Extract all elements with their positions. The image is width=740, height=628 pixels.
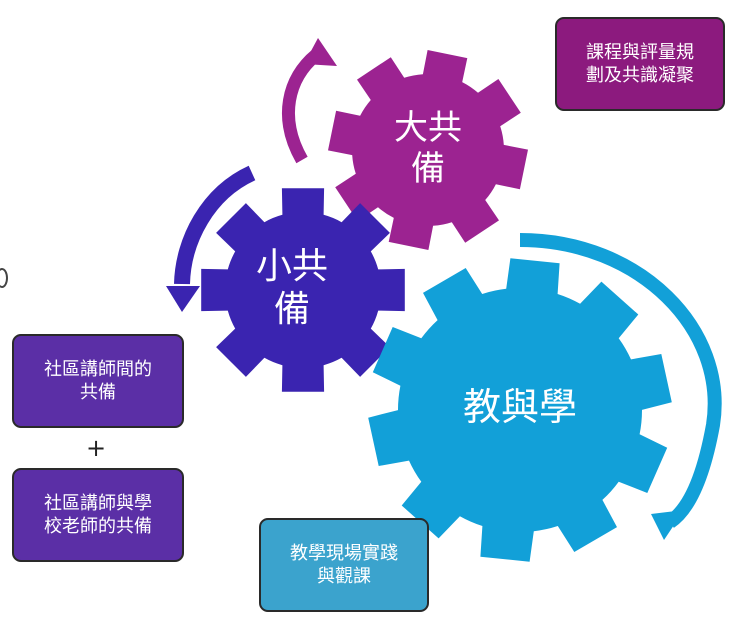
community-school-line1: 社區講師與學 bbox=[44, 492, 152, 514]
big-gear-label: 大共 備 bbox=[368, 108, 488, 190]
big-gear bbox=[328, 50, 528, 250]
community-peer-line1: 社區講師間的 bbox=[44, 358, 152, 380]
arrowhead-icon bbox=[166, 286, 200, 312]
big-gear-label-line2: 備 bbox=[411, 148, 445, 189]
teach-gear-label: 教與學 bbox=[462, 385, 577, 429]
community-school-box: 社區講師與學 校老師的共備 bbox=[12, 468, 184, 562]
arrowhead-icon bbox=[304, 38, 337, 66]
teach-learn-gear bbox=[368, 258, 672, 562]
small-gear-label-line1: 小共 bbox=[255, 246, 328, 287]
curriculum-line2: 劃及共識凝聚 bbox=[586, 65, 694, 86]
arrow-around-teach-gear bbox=[519, 233, 722, 540]
community-peer-box: 社區講師間的 共備 bbox=[12, 334, 184, 428]
community-school-line2: 校老師的共備 bbox=[44, 516, 152, 537]
classroom-line2: 與觀課 bbox=[317, 566, 371, 587]
arrowhead-icon bbox=[651, 510, 684, 540]
small-gear-label-line2: 備 bbox=[273, 289, 310, 331]
edge-fragment bbox=[0, 268, 8, 288]
curriculum-line1: 課程與評量規 bbox=[586, 41, 694, 63]
small-gear-label: 小共 備 bbox=[232, 245, 352, 331]
classroom-practice-box: 教學現場實踐 與觀課 bbox=[259, 518, 429, 612]
arrow-to-small-gear bbox=[166, 165, 256, 312]
small-gear bbox=[201, 188, 405, 392]
curriculum-planning-box: 課程與評量規 劃及共識凝聚 bbox=[555, 17, 725, 111]
arrow-to-big-gear bbox=[282, 38, 337, 164]
plus-sign: + bbox=[86, 434, 107, 462]
community-peer-line2: 共備 bbox=[80, 382, 116, 403]
classroom-line1: 教學現場實踐 bbox=[290, 542, 398, 564]
big-gear-label-line1: 大共 bbox=[394, 108, 462, 148]
